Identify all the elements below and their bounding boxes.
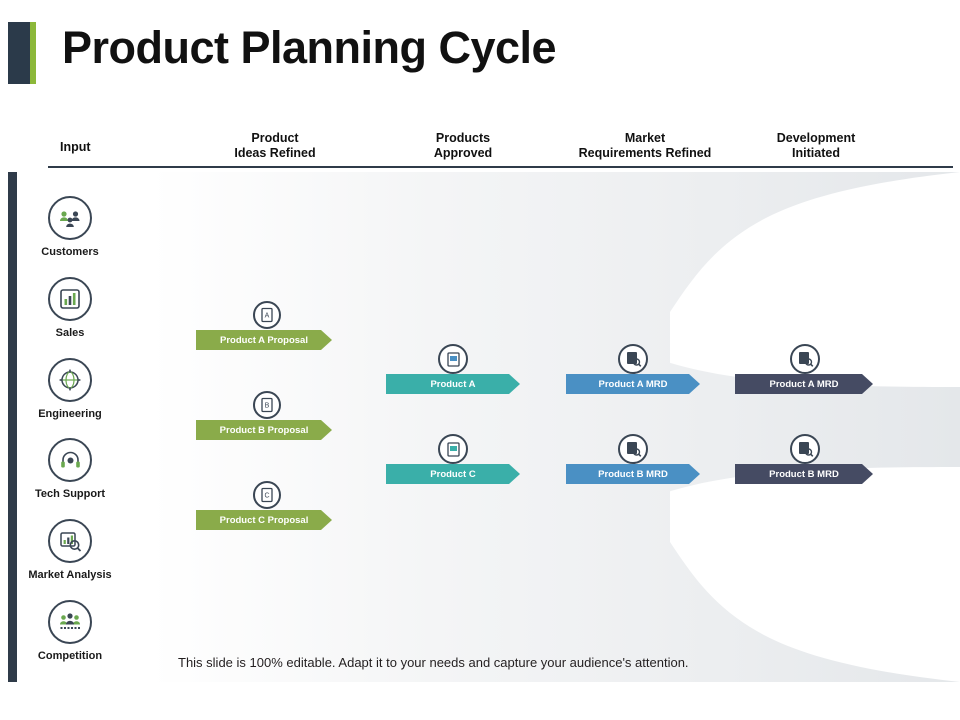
document-b-icon: B xyxy=(253,391,281,419)
input-label: Tech Support xyxy=(34,488,106,500)
chevron-dev-product-a-mrd[interactable]: Product A MRD xyxy=(735,374,873,394)
chevron-label: Product C Proposal xyxy=(219,514,309,526)
left-accent-bar xyxy=(8,172,17,682)
chevron-label: Product A MRD xyxy=(598,378,668,390)
chevron-label: Product B MRD xyxy=(598,468,668,480)
column-header-input: Input xyxy=(60,140,91,154)
chevron-label: Product C xyxy=(430,468,476,480)
chevron-product-c[interactable]: Product C xyxy=(386,464,520,484)
chevron-product-a[interactable]: Product A xyxy=(386,374,520,394)
input-item-engineering[interactable]: Engineering xyxy=(0,358,140,420)
mrd-search-icon xyxy=(618,434,648,464)
mrd-search-icon xyxy=(790,344,820,374)
chevron-label: Product A Proposal xyxy=(220,334,308,346)
customers-icon xyxy=(48,196,92,240)
footer-note: This slide is 100% editable. Adapt it to… xyxy=(178,655,689,670)
input-item-sales[interactable]: Sales xyxy=(0,277,140,339)
input-label: Customers xyxy=(41,246,99,258)
title-accent-bar-green xyxy=(30,22,36,84)
column-header-ideas-refined: Product Ideas Refined xyxy=(234,131,316,160)
mrd-search-icon xyxy=(790,434,820,464)
chevron-product-b-mrd[interactable]: Product B MRD xyxy=(566,464,700,484)
input-item-customers[interactable]: Customers xyxy=(0,196,140,258)
mrd-search-icon xyxy=(618,344,648,374)
column-header-products-approved: Products Approved xyxy=(433,131,493,160)
competition-people-icon xyxy=(48,600,92,644)
chevron-product-a-proposal[interactable]: Product A Proposal xyxy=(196,330,332,350)
input-item-tech-support[interactable]: Tech Support xyxy=(0,438,140,500)
headset-support-icon xyxy=(48,438,92,482)
approved-doc-icon xyxy=(438,344,468,374)
svg-text:B: B xyxy=(265,403,270,410)
chevron-product-a-mrd[interactable]: Product A MRD xyxy=(566,374,700,394)
input-item-competition[interactable]: Competition xyxy=(0,600,140,662)
title-accent-bar-dark xyxy=(8,22,30,84)
chevron-label: Product B MRD xyxy=(769,468,839,480)
sales-chart-icon xyxy=(48,277,92,321)
page-title: Product Planning Cycle xyxy=(62,22,557,73)
document-a-icon: A xyxy=(253,301,281,329)
chevron-label: Product A MRD xyxy=(769,378,839,390)
chevron-label: Product A xyxy=(430,378,476,390)
document-c-icon: C xyxy=(253,481,281,509)
input-label: Competition xyxy=(37,650,103,662)
chevron-dev-product-b-mrd[interactable]: Product B MRD xyxy=(735,464,873,484)
svg-text:A: A xyxy=(265,313,270,320)
input-label: Market Analysis xyxy=(28,569,112,581)
input-item-market-analysis[interactable]: Market Analysis xyxy=(0,519,140,581)
chevron-product-c-proposal[interactable]: Product C Proposal xyxy=(196,510,332,530)
chevron-label: Product B Proposal xyxy=(219,424,309,436)
input-label: Sales xyxy=(55,327,85,339)
column-header-development-initiated: Development Initiated xyxy=(776,131,856,160)
svg-text:C: C xyxy=(264,493,269,500)
market-analysis-icon xyxy=(48,519,92,563)
chevron-product-b-proposal[interactable]: Product B Proposal xyxy=(196,420,332,440)
approved-doc-icon xyxy=(438,434,468,464)
funnel-shape xyxy=(150,172,960,682)
column-header-market-requirements: Market Requirements Refined xyxy=(578,131,712,160)
input-label: Engineering xyxy=(38,408,102,420)
gear-globe-icon xyxy=(48,358,92,402)
header-divider-rule xyxy=(48,166,953,168)
